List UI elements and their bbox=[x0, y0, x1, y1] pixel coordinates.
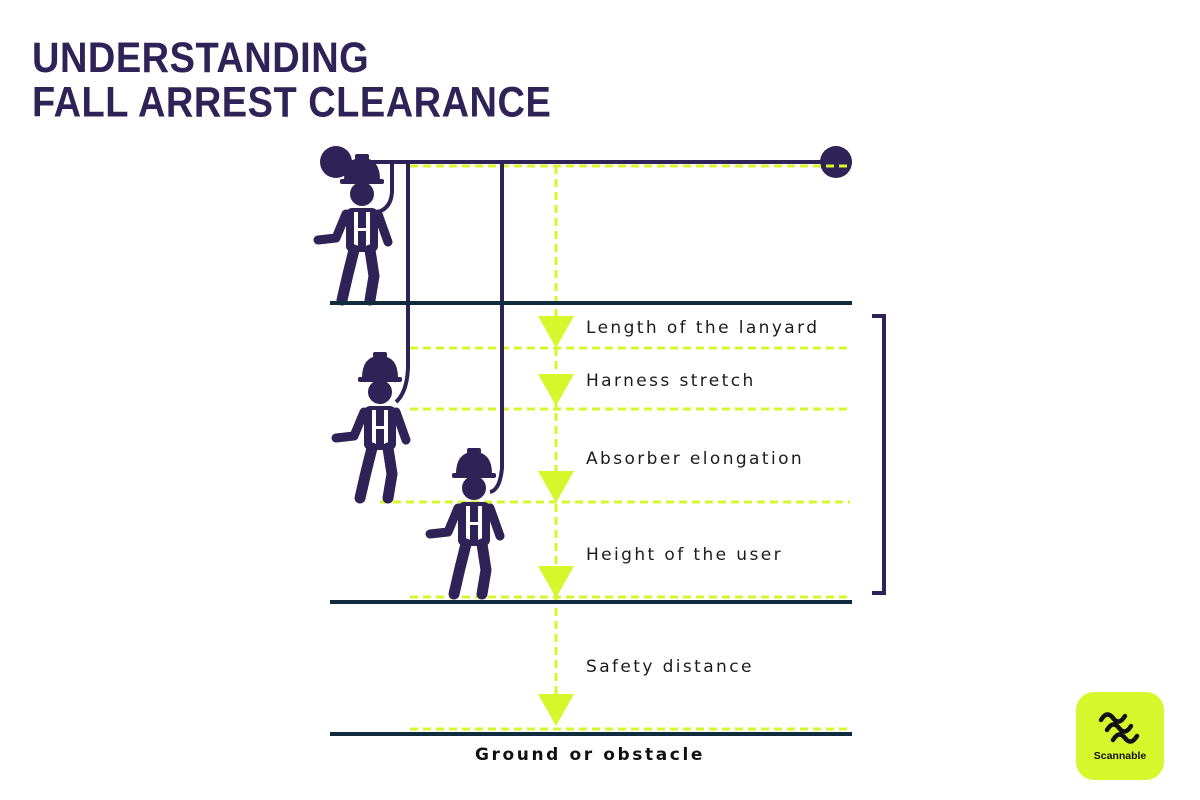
scannable-logo-icon bbox=[1098, 712, 1140, 744]
ground-label: Ground or obstacle bbox=[475, 745, 705, 765]
step-label-harness: Harness stretch bbox=[586, 371, 756, 391]
arrow-down-icon bbox=[538, 316, 574, 348]
arrow-down-icon bbox=[538, 694, 574, 726]
lanyard-long bbox=[394, 162, 410, 404]
step-label-safety: Safety distance bbox=[586, 657, 754, 677]
worker-icon bbox=[430, 448, 500, 594]
title-line-1: UNDERSTANDING bbox=[32, 34, 370, 82]
clearance-bracket bbox=[872, 314, 886, 595]
brand-name: Scannable bbox=[1093, 750, 1147, 762]
step-label-user-height: Height of the user bbox=[586, 545, 783, 565]
page-title: UNDERSTANDING FALL ARREST CLEARANCE bbox=[32, 36, 551, 126]
worker-icon bbox=[336, 352, 406, 498]
lanyard-short bbox=[377, 162, 394, 214]
scannable-logo: Scannable bbox=[1076, 692, 1164, 780]
reference-lines bbox=[380, 164, 850, 731]
platform-lines bbox=[330, 301, 852, 736]
arrow-down-icon bbox=[538, 374, 574, 406]
lanyard-extended bbox=[489, 162, 504, 494]
step-label-lanyard: Length of the lanyard bbox=[586, 318, 819, 338]
anchor-icon bbox=[320, 146, 352, 178]
title-line-2: FALL ARREST CLEARANCE bbox=[32, 79, 552, 127]
step-label-absorber: Absorber elongation bbox=[586, 449, 804, 469]
arrow-down-icon bbox=[538, 471, 574, 503]
anchor-icon bbox=[820, 146, 852, 178]
arrow-down-icon bbox=[538, 566, 574, 598]
